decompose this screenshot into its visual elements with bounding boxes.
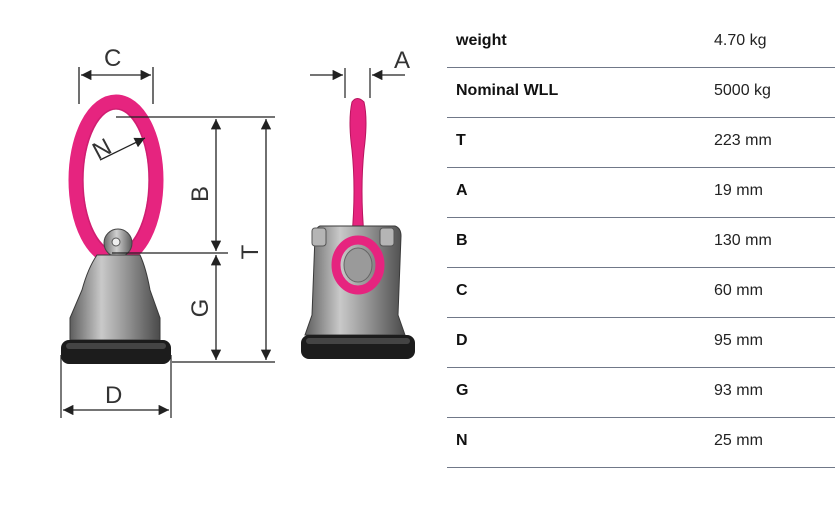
dim-label-a: A [394, 47, 410, 74]
spec-row: A 19 mm [447, 168, 835, 218]
spec-row: Nominal WLL 5000 kg [447, 68, 835, 118]
spec-value: 5000 kg [714, 82, 771, 99]
spec-value: 95 mm [714, 332, 763, 349]
ring-side-profile [349, 98, 367, 236]
spec-row: weight 4.70 kg [447, 18, 835, 68]
spec-label: weight [456, 32, 507, 49]
front-view: C N B G T D [60, 45, 275, 418]
spec-value: 25 mm [714, 432, 763, 449]
dim-label-d: D [105, 382, 122, 409]
spec-label: D [456, 332, 468, 349]
dim-label-g: G [187, 299, 214, 318]
spec-row: C 60 mm [447, 268, 835, 318]
spec-value: 60 mm [714, 282, 763, 299]
spec-table: weight 4.70 kg Nominal WLL 5000 kg T 223 mm A 1… [447, 18, 835, 468]
dim-label-t: T [237, 244, 264, 259]
side-view: A [301, 47, 415, 359]
spec-label: Nominal WLL [456, 82, 559, 99]
dim-label-n: N [88, 133, 116, 165]
swivel-body [69, 254, 161, 341]
spec-value: 130 mm [714, 232, 772, 249]
spec-row: T 223 mm [447, 118, 835, 168]
spec-label: C [456, 282, 468, 299]
technical-drawing: C N B G T D A [60, 45, 415, 418]
spec-value: 4.70 kg [714, 32, 767, 49]
dim-label-b: B [187, 186, 214, 202]
spec-row: D 95 mm [447, 318, 835, 368]
spec-row: G 93 mm [447, 368, 835, 418]
spec-value: 19 mm [714, 182, 763, 199]
spec-value: 93 mm [714, 382, 763, 399]
spec-label: T [456, 132, 466, 149]
spec-row: N 25 mm [447, 418, 835, 468]
spec-label: N [456, 432, 468, 449]
spec-row: B 130 mm [447, 218, 835, 268]
dim-label-c: C [104, 45, 121, 72]
spec-label: B [456, 232, 468, 249]
spec-label: G [456, 382, 469, 399]
spec-value: 223 mm [714, 132, 772, 149]
spec-label: A [456, 182, 468, 199]
